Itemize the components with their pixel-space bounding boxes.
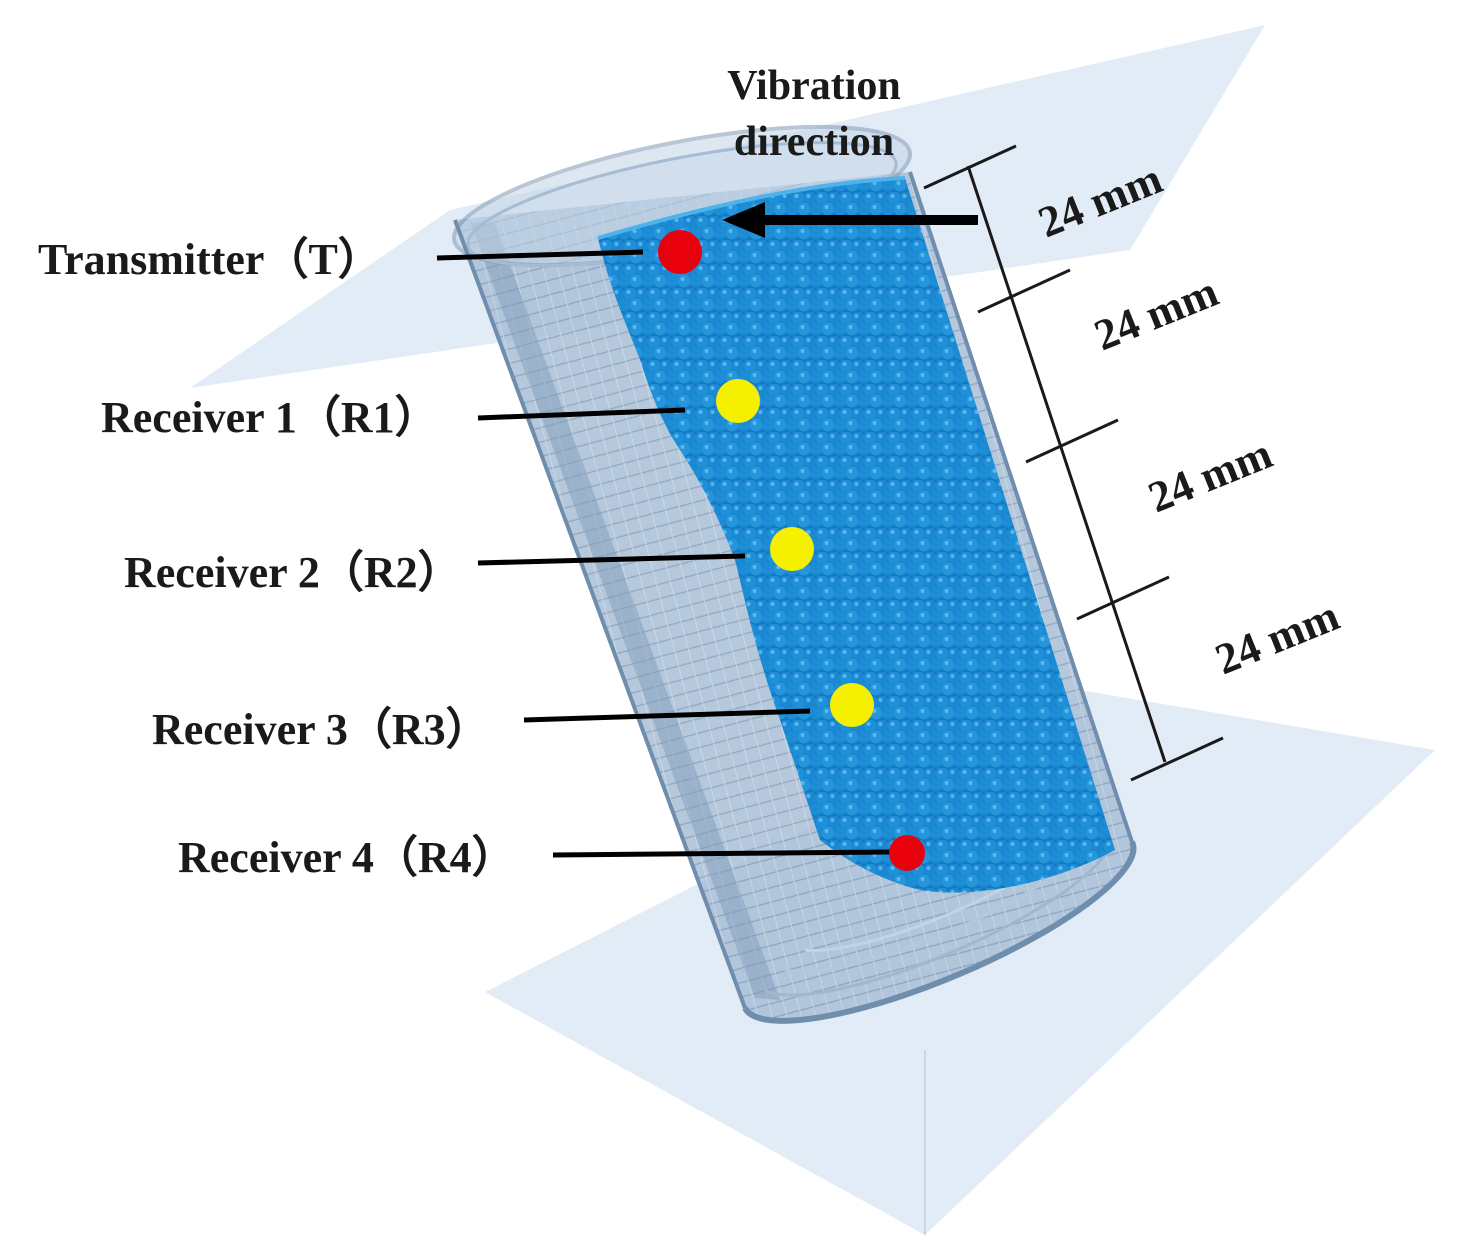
particle-surface — [597, 176, 906, 240]
transmitter-leader — [436, 249, 644, 261]
receiver1-label: Receiver 1（R1） — [101, 393, 439, 442]
receiver4-marker — [889, 835, 925, 871]
vibration-line-2: direction — [733, 119, 895, 165]
receiver3-leader — [523, 708, 811, 723]
receiver1-leader — [477, 407, 686, 421]
receiver3-label: Receiver 3（R3） — [152, 705, 490, 754]
receiver3-marker — [830, 683, 874, 727]
particle-assembly — [598, 178, 1115, 893]
receiver2-label: Receiver 2（R2） — [124, 548, 462, 597]
transmitter-marker — [658, 230, 702, 274]
receiver1-marker — [716, 379, 760, 423]
receiver2-leader — [477, 553, 746, 566]
vibration-line-1: Vibration — [727, 63, 901, 109]
transmitter-label: Transmitter（T） — [38, 235, 382, 284]
receiver4-leader — [552, 849, 891, 858]
dimension-scale — [923, 144, 1224, 782]
receiver2-marker — [770, 527, 814, 571]
vibration-direction-label: Vibration direction — [684, 58, 944, 170]
vibration-arrow — [722, 202, 978, 238]
receiver4-label: Receiver 4（R4） — [178, 833, 516, 882]
